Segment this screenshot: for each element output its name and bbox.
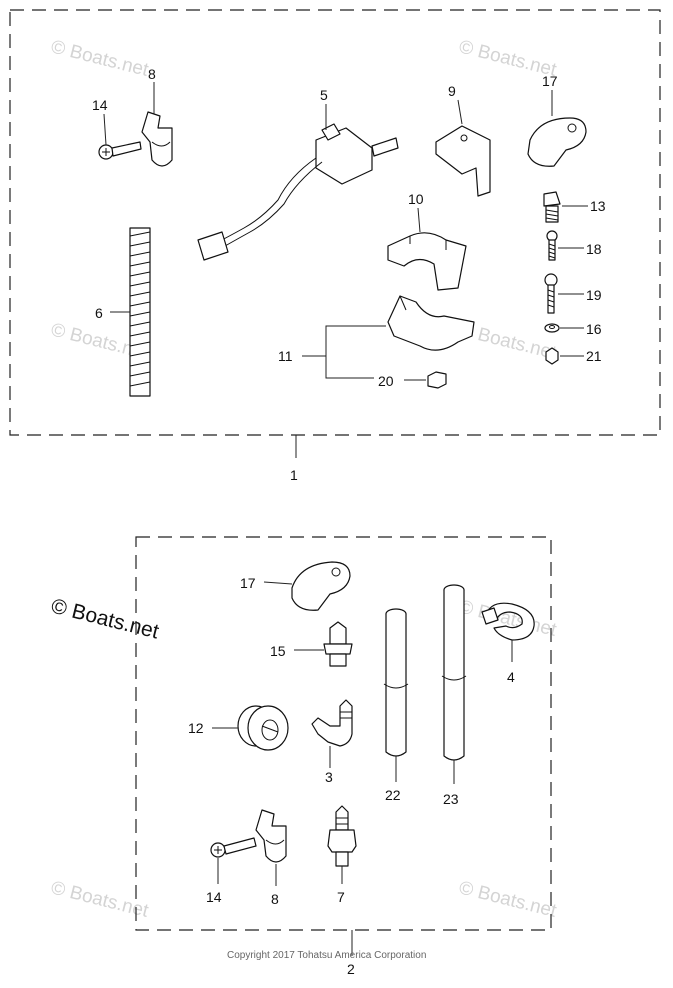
part-label: 15 [270, 643, 286, 659]
part-23-tube[interactable]: 23 [441, 584, 467, 807]
part-label: 21 [586, 348, 602, 364]
part-11-clamp-lower[interactable] [387, 295, 475, 351]
part-label: 3 [325, 769, 333, 785]
part-label: 10 [408, 191, 424, 207]
part-label: 13 [590, 198, 606, 214]
part-8-clamp[interactable]: 8 [141, 66, 173, 167]
watermark-prominent: © Boats.net [49, 595, 161, 644]
part-label: 4 [507, 669, 515, 685]
kit-top-frame: 1 [9, 9, 661, 483]
watermark: © Boats.net [49, 36, 151, 81]
part-label: 14 [206, 889, 222, 905]
kit-top-callout: 1 [290, 467, 298, 483]
part-21-nut[interactable]: 21 [545, 347, 602, 365]
part-8-clamp[interactable]: 8 [255, 809, 287, 907]
part-label: 23 [443, 791, 459, 807]
part-4-cable-tie[interactable]: 4 [481, 602, 535, 685]
part-13-bolt[interactable]: 13 [543, 191, 606, 223]
part-10-clamp-upper[interactable]: 10 [387, 191, 467, 291]
part-18-screw[interactable]: 18 [546, 230, 602, 261]
part-9-bracket[interactable]: 9 [435, 83, 491, 197]
part-7-fitting[interactable]: 7 [327, 805, 357, 905]
part-12-grommet[interactable]: 12 [188, 705, 289, 751]
part-label: 16 [586, 321, 602, 337]
part-label: 8 [271, 891, 279, 907]
part-3-elbow-fitting[interactable]: 3 [311, 699, 353, 785]
part-14-screw[interactable]: 14 [92, 97, 142, 160]
part-label: 17 [240, 575, 256, 591]
watermark: © Boats.net [457, 877, 559, 922]
part-17-clip[interactable]: 17 [527, 73, 587, 167]
part-15-fitting[interactable]: 15 [270, 621, 353, 667]
part-label: 17 [542, 73, 558, 89]
part-label: 18 [586, 241, 602, 257]
part-label: 22 [385, 787, 401, 803]
part-16-washer[interactable]: 16 [544, 321, 602, 337]
part-14-screw[interactable]: 14 [206, 837, 257, 905]
part-6-spiral-wrap[interactable]: 6 [95, 227, 151, 397]
part-label: 6 [95, 305, 103, 321]
part-5-switch-harness[interactable]: 5 [197, 87, 399, 261]
part-label: 20 [378, 373, 394, 389]
part-label: 11 [278, 348, 293, 364]
part-19-screw[interactable]: 19 [544, 273, 602, 314]
kit-bottom-frame: 2 [135, 536, 552, 977]
part-label: 12 [188, 720, 204, 736]
part-label: 8 [148, 66, 156, 82]
part-label: 19 [586, 287, 602, 303]
part-label: 7 [337, 889, 345, 905]
copyright-text: Copyright 2017 Tohatsu America Corporati… [227, 950, 426, 961]
part-22-tube[interactable]: 22 [383, 608, 409, 803]
part-11-callout: 11 [278, 325, 386, 379]
part-label: 9 [448, 83, 456, 99]
part-20-nut[interactable]: 20 [378, 371, 447, 389]
part-label: 14 [92, 97, 108, 113]
part-17-clip[interactable]: 17 [240, 561, 351, 611]
kit-bottom-callout: 2 [347, 961, 355, 977]
part-label: 5 [320, 87, 328, 103]
